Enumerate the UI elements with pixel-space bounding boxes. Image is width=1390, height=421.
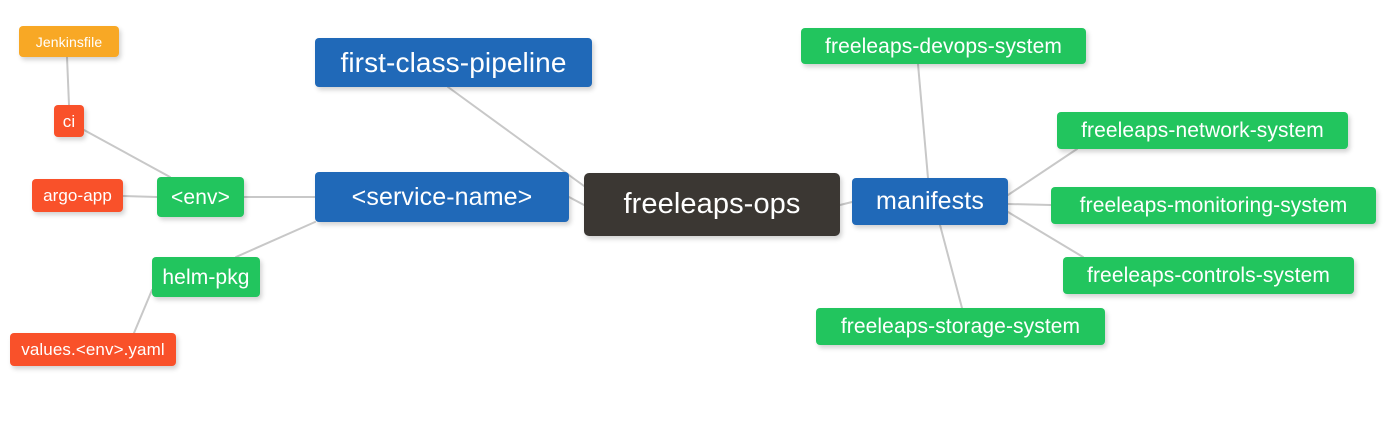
edge-manifests-to-monitoring [1007, 203, 1052, 206]
node-argo[interactable]: argo-app [32, 179, 123, 212]
edge-root-to-manifests [839, 201, 853, 206]
node-label-controls: freeleaps-controls-system [1087, 264, 1330, 287]
edge-env-to-argo [122, 195, 158, 198]
edge-ci-to-jenkinsfile [66, 56, 70, 106]
edge-env-to-ci [83, 129, 171, 178]
node-label-helm: helm-pkg [162, 265, 250, 289]
node-monitoring[interactable]: freeleaps-monitoring-system [1051, 187, 1376, 224]
node-label-env: <env> [171, 185, 230, 209]
edge-service-to-helm [235, 221, 316, 258]
node-controls[interactable]: freeleaps-controls-system [1063, 257, 1354, 294]
node-label-values: values.<env>.yaml [21, 340, 165, 359]
node-pipeline[interactable]: first-class-pipeline [315, 38, 592, 87]
node-label-jenkinsfile: Jenkinsfile [35, 33, 103, 50]
node-devops[interactable]: freeleaps-devops-system [801, 28, 1086, 64]
node-env[interactable]: <env> [157, 177, 244, 217]
node-label-manifests: manifests [876, 187, 984, 215]
node-label-storage: freeleaps-storage-system [840, 315, 1081, 338]
edge-helm-to-values [133, 289, 153, 334]
node-service[interactable]: <service-name> [315, 172, 569, 222]
edge-manifests-to-devops [917, 63, 929, 179]
node-manifests[interactable]: manifests [852, 178, 1008, 225]
node-ci[interactable]: ci [54, 105, 84, 137]
node-network[interactable]: freeleaps-network-system [1057, 112, 1348, 149]
node-storage[interactable]: freeleaps-storage-system [816, 308, 1105, 345]
node-label-root: freeleaps-ops [623, 188, 801, 220]
node-label-pipeline: first-class-pipeline [340, 46, 567, 78]
node-jenkinsfile[interactable]: Jenkinsfile [19, 26, 119, 57]
node-label-argo: argo-app [43, 186, 112, 205]
node-helm[interactable]: helm-pkg [152, 257, 260, 297]
edge-manifests-to-storage [939, 224, 963, 309]
node-label-ci: ci [62, 111, 76, 131]
node-label-network: freeleaps-network-system [1081, 119, 1324, 142]
node-values[interactable]: values.<env>.yaml [10, 333, 176, 366]
node-root[interactable]: freeleaps-ops [584, 173, 840, 236]
node-label-monitoring: freeleaps-monitoring-system [1079, 194, 1348, 217]
node-label-devops: freeleaps-devops-system [825, 34, 1062, 58]
edge-root-to-service [568, 196, 585, 206]
node-label-service: <service-name> [351, 182, 533, 211]
